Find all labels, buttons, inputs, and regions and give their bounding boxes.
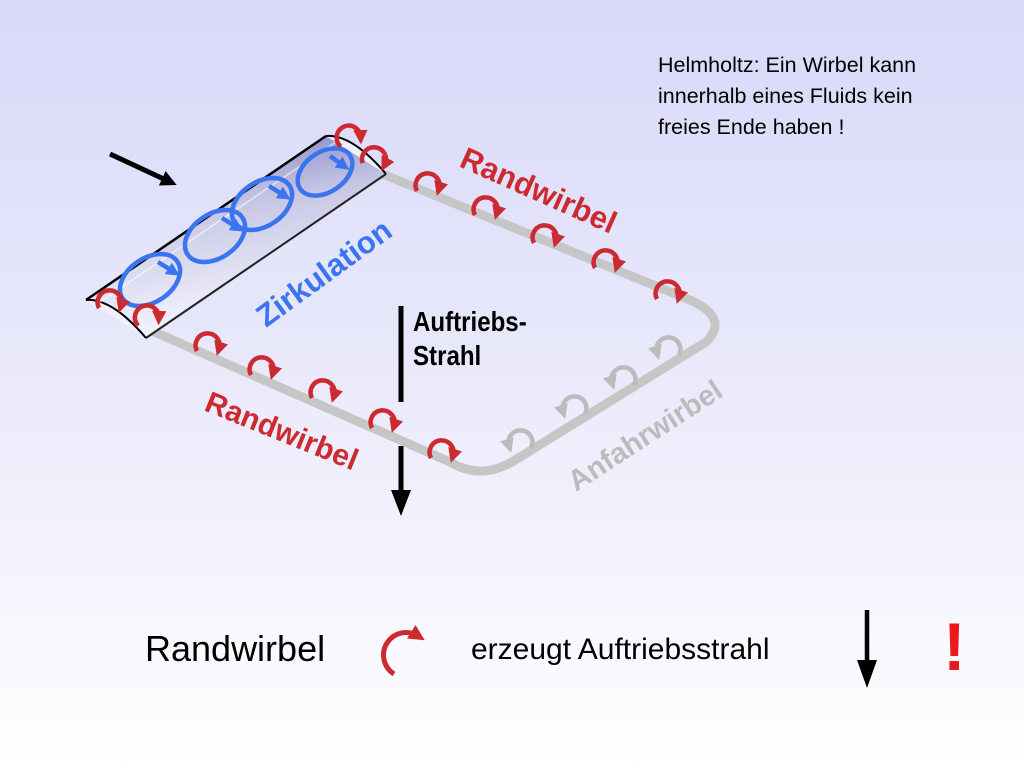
tip-vortex-bottom-label: Randwirbel <box>200 386 362 477</box>
helmholtz-note-line: innerhalb eines Fluids kein <box>658 84 913 108</box>
lift-jet-label-line: Strahl <box>413 340 482 371</box>
starting-vortex-label: Anfahrwirbel <box>562 374 728 497</box>
exclamation-mark: ! <box>943 609 966 685</box>
down-arrow-icon <box>857 610 877 688</box>
lift-jet-label: Auftriebs- Strahl <box>413 305 527 373</box>
vortex-loop-path <box>145 170 720 476</box>
flow-direction-arrow-icon <box>108 151 177 186</box>
lift-jet-arrow-icon <box>391 306 411 516</box>
helmholtz-note-line: freies Ende haben ! <box>658 115 845 139</box>
curl-arrow-icon <box>381 624 425 677</box>
helmholtz-note-line: Helmholtz: Ein Wirbel kann <box>658 53 917 77</box>
legend-effect: erzeugt Auftriebsstrahl <box>471 633 770 666</box>
lift-jet-label-line: Auftriebs- <box>413 306 527 337</box>
legend-term: Randwirbel <box>145 628 326 669</box>
helmholtz-note: Helmholtz: Ein Wirbel kann innerhalb ein… <box>658 50 998 143</box>
